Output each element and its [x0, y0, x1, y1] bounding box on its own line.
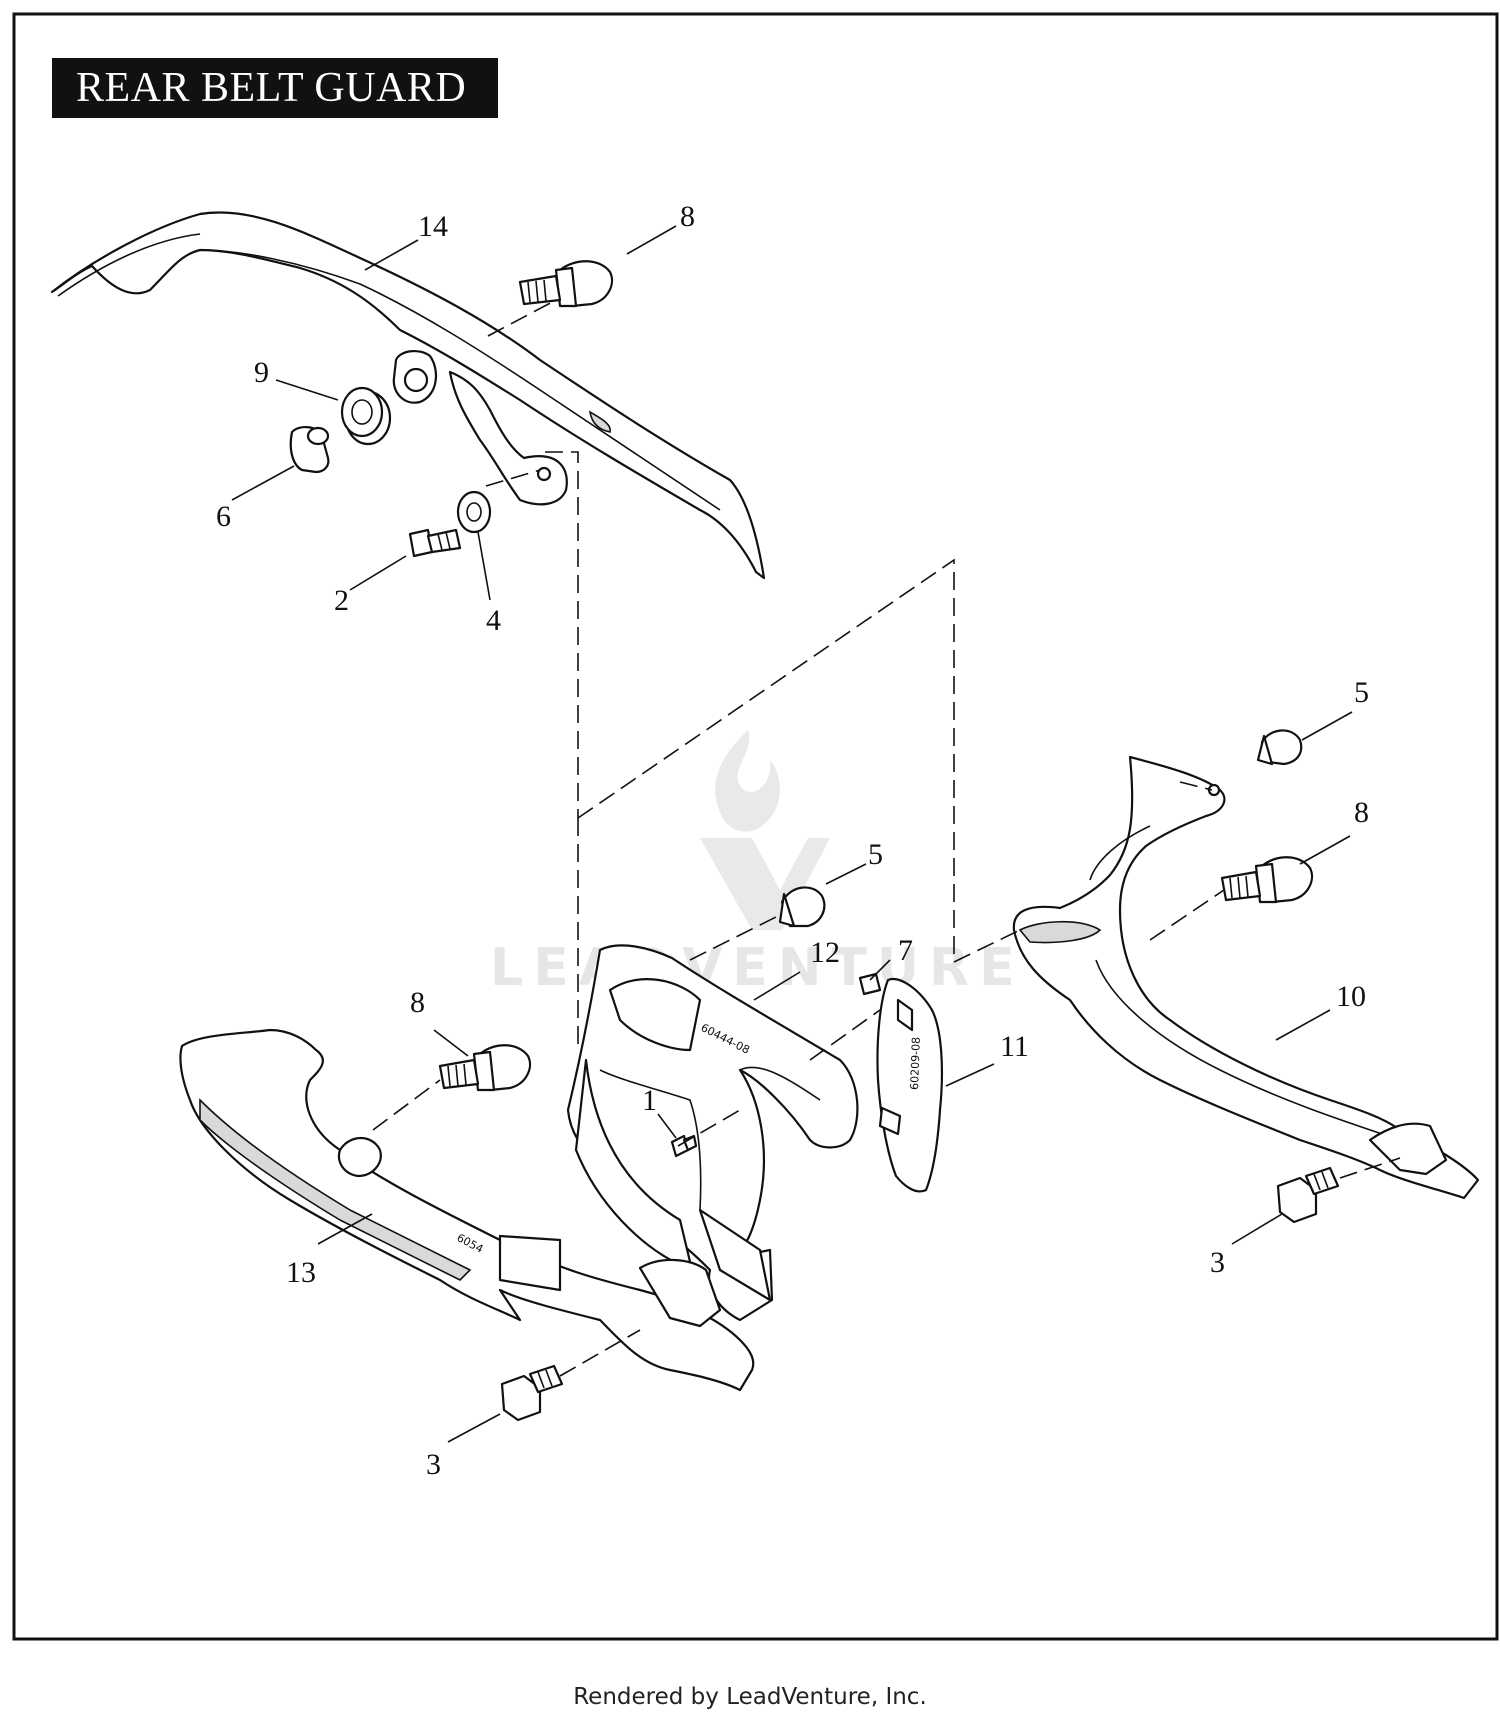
part-1-screw[interactable]: [670, 1134, 698, 1158]
part-14-upper-belt-guard[interactable]: [50, 211, 766, 580]
part-8-acorn-bolt-right[interactable]: [1220, 856, 1314, 904]
diagram-border: [12, 12, 1499, 1641]
part-4-washer[interactable]: [456, 490, 492, 534]
part-5-acorn-nut-center[interactable]: [778, 886, 826, 928]
callout-13: 13: [286, 1256, 316, 1289]
callout-3-right: 3: [1210, 1246, 1225, 1279]
leader-lines: [231, 225, 1353, 1443]
callout-10: 10: [1336, 980, 1366, 1013]
callout-3-left: 3: [426, 1448, 441, 1481]
alignment-lines: [372, 299, 1401, 1377]
part-12-center-bracket[interactable]: 60444-08: [566, 944, 859, 1322]
callout-11: 11: [1000, 1030, 1029, 1063]
callout-2: 2: [334, 584, 349, 617]
part-7-clip-nut[interactable]: [858, 972, 882, 996]
callout-8-left: 8: [410, 986, 425, 1019]
callout-9: 9: [254, 356, 269, 389]
part-11-stamp: 60209-08: [908, 1037, 923, 1090]
part-5-acorn-nut-right[interactable]: [1256, 729, 1303, 766]
callout-5-right: 5: [1354, 676, 1369, 709]
watermark-text: LEADVENTURE: [490, 938, 1025, 998]
part-3-flange-bolt-right[interactable]: [1276, 1166, 1340, 1224]
callout-5-center: 5: [868, 838, 883, 871]
part-11-cover-plate[interactable]: 60209-08: [876, 977, 943, 1193]
part-13-left-lower-guard[interactable]: 6054: [179, 1028, 755, 1392]
callout-1: 1: [642, 1084, 657, 1117]
callout-6: 6: [216, 500, 231, 533]
part-6-spacer[interactable]: [289, 426, 330, 474]
part-9-grommet[interactable]: [340, 386, 392, 446]
part-8-acorn-bolt-left[interactable]: [438, 1044, 532, 1092]
diagram-title: REAR BELT GUARD: [52, 58, 498, 118]
part-2-bolt[interactable]: [408, 528, 462, 558]
part-8-acorn-bolt-top[interactable]: [518, 260, 614, 308]
part-10-right-lower-guard[interactable]: [1012, 755, 1480, 1200]
callout-8-right: 8: [1354, 796, 1369, 829]
footer-credit: Rendered by LeadVenture, Inc.: [573, 1684, 927, 1710]
callout-7: 7: [898, 934, 913, 967]
part-3-flange-bolt-left[interactable]: [500, 1364, 564, 1422]
callout-12: 12: [810, 936, 840, 969]
callout-labels: 14 8 9 6 2 4 5 12 7 11 10 8 5 3 1 8 13 3: [216, 200, 1369, 1481]
callout-14: 14: [418, 210, 448, 243]
watermark-logo: [700, 730, 830, 930]
callout-8-top: 8: [680, 200, 695, 233]
callout-4: 4: [486, 604, 501, 637]
